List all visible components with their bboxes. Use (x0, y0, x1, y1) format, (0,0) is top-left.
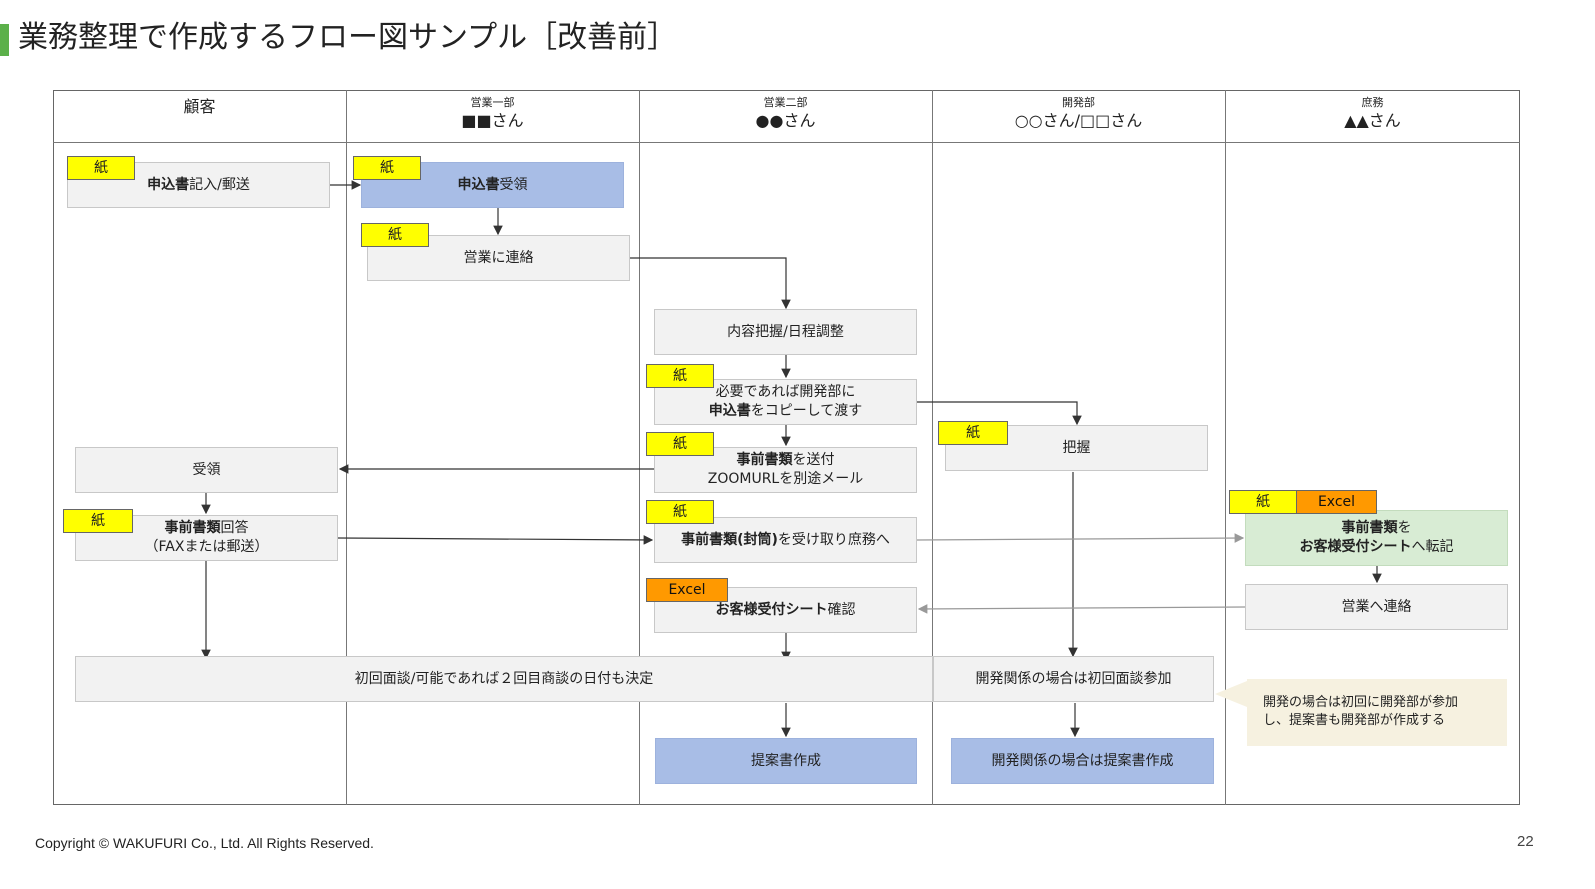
lane-divider (639, 90, 640, 805)
box-label: 営業へ連絡 (1341, 598, 1412, 615)
callout-pointer (1215, 681, 1247, 707)
box-label: 初回面談/可能であれば２回目商談の日付も決定 (354, 670, 654, 687)
paper-tag: 紙 (67, 156, 135, 180)
box-label: 内容把握/日程調整 (727, 323, 844, 340)
flow-box-first-meeting: 初回面談/可能であれば２回目商談の日付も決定 (75, 656, 933, 702)
box-label: 提案書作成 (751, 752, 821, 769)
paper-tag: 紙 (1229, 490, 1297, 514)
arrow (916, 533, 1245, 543)
flow-box-customer-receive: 受領 (75, 447, 338, 493)
copyright: Copyright © WAKUFURI Co., Ltd. All Right… (35, 835, 374, 851)
box-label: 開発関係の場合は提案書作成 (991, 752, 1174, 769)
box-label-line1: 必要であれば開発部に (715, 384, 856, 400)
flow-box-transfer-sheet: 事前書類を お客様受付シートへ転記 (1245, 510, 1508, 566)
paper-tag: 紙 (938, 421, 1008, 445)
box-label: 把握 (1062, 439, 1091, 456)
lane-name: ●●さん (755, 111, 816, 130)
lane-header-sales2: 営業二部 ●●さん (639, 92, 932, 142)
paper-tag: 紙 (646, 364, 714, 388)
box-label-line2: 申込書をコピーして渡す (708, 403, 863, 419)
lane-dept: 営業二部 (763, 96, 808, 109)
lane-dept: 庶務 (1361, 96, 1384, 109)
box-label: 事前書類(封筒)を受け取り庶務へ (681, 531, 890, 548)
flow-box-receive-envelope: 事前書類(封筒)を受け取り庶務へ (654, 517, 917, 563)
paper-tag: 紙 (361, 223, 429, 247)
lane-divider (1225, 90, 1226, 805)
paper-tag: 紙 (63, 509, 133, 533)
flow-box-proposal-sales: 提案書作成 (655, 738, 917, 784)
lane-dept: 開発部 (1062, 96, 1095, 109)
lane-name: 顧客 (183, 97, 216, 116)
page-number: 22 (1517, 833, 1534, 850)
arrow (630, 257, 791, 310)
arrow (917, 401, 1082, 426)
flow-box-schedule: 内容把握/日程調整 (654, 309, 917, 355)
lane-divider (932, 90, 933, 805)
note-line2: し、提案書も開発部が作成する (1263, 713, 1446, 728)
lane-name: ■■さん (461, 111, 524, 130)
arrow (337, 535, 654, 545)
box-label: 事前書類回答 (164, 520, 249, 536)
lane-divider (346, 90, 347, 805)
swimlane-frame (53, 90, 1520, 805)
callout-note: 開発の場合は初回に開発部が参加 し、提案書も開発部が作成する (1247, 679, 1507, 746)
box-label: 受領 (192, 461, 221, 478)
paper-tag: 紙 (353, 156, 421, 180)
box-label: 申込書受領 (457, 176, 528, 193)
box-label: お客様受付シート確認 (715, 601, 856, 618)
box-label-line2: （FAXまたは郵送） (144, 539, 269, 555)
box-label-line2: ZOOMURLを別途メール (707, 471, 864, 487)
lane-header-sales1: 営業一部 ■■さん (346, 92, 639, 142)
flow-box-proposal-dev: 開発関係の場合は提案書作成 (951, 738, 1214, 784)
arrow (917, 604, 1246, 614)
lane-name: ▲▲さん (1344, 111, 1401, 130)
box-label-line1: 事前書類を送付 (736, 452, 835, 468)
lane-dept: 営業一部 (470, 96, 515, 109)
flow-box-dev-meeting: 開発関係の場合は初回面談参加 (933, 656, 1214, 702)
box-label: 営業に連絡 (463, 249, 534, 266)
paper-tag: 紙 (646, 432, 714, 456)
flow-box-notify-sales-admin: 営業へ連絡 (1245, 584, 1508, 630)
box-label: 開発関係の場合は初回面談参加 (975, 670, 1172, 687)
title-accent-bar (0, 24, 9, 56)
excel-tag: Excel (1296, 490, 1377, 514)
excel-tag: Excel (646, 578, 728, 602)
lane-header-dev: 開発部 ○○さん/□□さん (932, 92, 1225, 142)
header-divider (53, 142, 1520, 143)
note-line1: 開発の場合は初回に開発部が参加 (1263, 695, 1459, 710)
box-label-line2: お客様受付シートへ転記 (1299, 539, 1454, 555)
box-label-line1: 事前書類を (1341, 520, 1412, 536)
lane-header-customer: 顧客 (53, 92, 346, 142)
box-label: 申込書記入/郵送 (147, 176, 250, 193)
lane-name: ○○さん/□□さん (1014, 111, 1143, 130)
page-title: 業務整理で作成するフロー図サンプル［改善前］ (18, 20, 678, 55)
lane-header-admin: 庶務 ▲▲さん (1225, 92, 1520, 142)
paper-tag: 紙 (646, 500, 714, 524)
